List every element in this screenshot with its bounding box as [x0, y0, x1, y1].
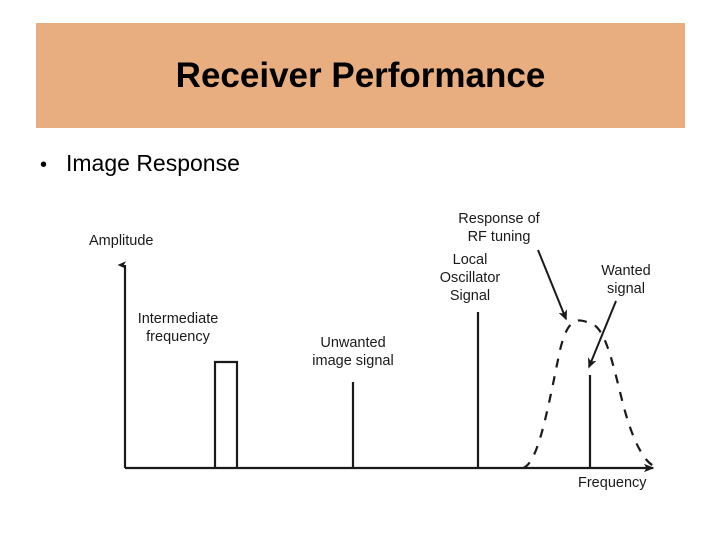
label-response-of-rf-tuning-line1: Response of: [458, 211, 540, 227]
bullet-list-item: • Image Response: [40, 150, 240, 177]
x-axis-label: Frequency: [578, 475, 647, 491]
bullet-point-icon: •: [40, 154, 48, 176]
bar-intermediate-frequency: [213, 360, 239, 468]
bullet-item-label: Image Response: [66, 150, 240, 176]
label-intermediate-frequency-line2: frequency: [146, 329, 210, 345]
annotation-arrow-response-of-rf-tuning: [537, 249, 567, 321]
image-response-diagram: Amplitude Frequency Intermediate frequen…: [60, 195, 690, 505]
label-intermediate-frequency-line1: Intermediate: [138, 311, 219, 327]
label-local-oscillator-signal-line1: Local: [453, 252, 488, 268]
label-response-of-rf-tuning-line2: RF tuning: [468, 229, 531, 245]
spectrum-chart-svg: Amplitude Frequency Intermediate frequen…: [89, 211, 657, 491]
label-local-oscillator-signal-line3: Signal: [450, 288, 490, 304]
label-wanted-signal-line1: Wanted: [601, 263, 650, 279]
label-wanted-signal-line2: signal: [607, 281, 645, 297]
label-local-oscillator-signal-line2: Oscillator: [440, 270, 501, 286]
page-title: Receiver Performance: [175, 55, 546, 95]
title-band: Receiver Performance: [36, 23, 685, 128]
label-unwanted-image-signal-line1: Unwanted: [320, 335, 385, 351]
y-axis-label: Amplitude: [89, 233, 153, 249]
label-unwanted-image-signal-line2: image signal: [312, 353, 393, 369]
annotation-arrow-wanted-signal: [588, 300, 617, 369]
